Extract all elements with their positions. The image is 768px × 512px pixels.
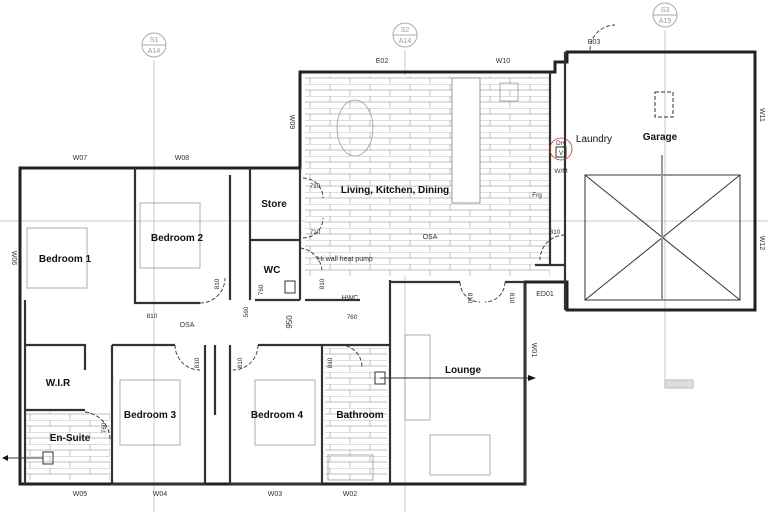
- svg-text:S2: S2: [401, 27, 410, 34]
- svg-text:S3: S3: [661, 7, 670, 14]
- svg-text:950: 950: [285, 315, 294, 329]
- svg-text:W05: W05: [73, 491, 88, 498]
- room-label-wc: WC: [264, 265, 281, 276]
- svg-text:710: 710: [310, 183, 321, 190]
- svg-text:810: 810: [550, 229, 561, 236]
- room-label-store: Store: [261, 199, 287, 210]
- svg-text:560: 560: [243, 306, 250, 317]
- svg-text:A14: A14: [399, 38, 412, 45]
- tiled-floors: [25, 76, 550, 480]
- door-swings: [84, 24, 616, 441]
- svg-text:A15: A15: [659, 18, 672, 25]
- svg-text:760: 760: [101, 422, 108, 433]
- exterior-walls: [18, 50, 757, 486]
- section-marker-s1: S1 A14: [141, 32, 167, 58]
- room-label-living: Living, Kitchen, Dining: [341, 185, 449, 196]
- svg-text:E03: E03: [588, 39, 601, 46]
- svg-text:W/M: W/M: [554, 168, 567, 175]
- room-label-bathroom: Bathroom: [336, 410, 383, 421]
- svg-text:810: 810: [237, 357, 244, 368]
- room-label-lounge: Lounge: [445, 365, 482, 376]
- label-osa-hall: OSA: [180, 322, 195, 329]
- svg-text:710: 710: [310, 229, 321, 236]
- section-marker-s3: S3 A15: [652, 2, 678, 28]
- svg-text:W04: W04: [153, 491, 168, 498]
- svg-text:W11: W11: [758, 108, 765, 122]
- svg-text:W10: W10: [496, 58, 511, 65]
- svg-text:Dry: Dry: [556, 140, 567, 147]
- interior-walls: [23, 52, 567, 486]
- svg-text:A14: A14: [148, 48, 161, 55]
- svg-text:ED01: ED01: [536, 291, 554, 298]
- svg-text:810: 810: [214, 278, 221, 289]
- svg-text:W09: W09: [288, 115, 295, 130]
- room-label-bedroom-2: Bedroom 2: [151, 233, 204, 244]
- svg-text:W07: W07: [73, 155, 88, 162]
- fixtures: Dry V W/M Frg: [2, 137, 573, 465]
- svg-text:W06: W06: [10, 251, 17, 266]
- garage-door: [584, 155, 741, 301]
- label-osa-living: OSA: [423, 234, 438, 241]
- room-label-wir: W.I.R: [46, 378, 71, 389]
- svg-text:V: V: [559, 150, 564, 157]
- svg-text:760: 760: [258, 284, 265, 295]
- room-label-laundry: Laundry: [576, 134, 612, 145]
- svg-text:810: 810: [327, 357, 334, 368]
- svg-text:W01: W01: [530, 343, 537, 358]
- svg-text:760: 760: [347, 314, 358, 321]
- svg-text:810: 810: [466, 293, 473, 304]
- svg-text:810: 810: [319, 278, 326, 289]
- svg-text:Frg: Frg: [532, 192, 542, 199]
- section-marker-s2: S2 A14: [392, 22, 418, 48]
- svg-text:S1: S1: [150, 37, 159, 44]
- svg-text:W12: W12: [758, 236, 765, 251]
- svg-text:W03: W03: [268, 491, 283, 498]
- room-label-bedroom-1: Bedroom 1: [39, 254, 92, 265]
- room-label-bedroom-4: Bedroom 4: [251, 410, 304, 421]
- room-label-bedroom-3: Bedroom 3: [124, 410, 177, 421]
- label-hwc: HWC: [342, 295, 359, 302]
- svg-text:W08: W08: [175, 155, 190, 162]
- label-heat-pump: Hi wall heat pump: [317, 256, 373, 263]
- opening-tags: W07 W08 W09 E02 W10 E03 W11 W12 W06 W05 …: [10, 39, 765, 498]
- svg-text:810: 810: [508, 293, 515, 304]
- svg-text:810: 810: [194, 357, 201, 368]
- svg-text:W02: W02: [343, 491, 358, 498]
- svg-text:E02: E02: [376, 58, 389, 65]
- room-label-garage: Garage: [643, 132, 678, 143]
- room-label-ensuite: En-Suite: [50, 433, 91, 444]
- door-dimensions: 710 710 810 810 560 760 810 810 950 760 …: [101, 183, 561, 433]
- svg-text:810: 810: [147, 313, 158, 320]
